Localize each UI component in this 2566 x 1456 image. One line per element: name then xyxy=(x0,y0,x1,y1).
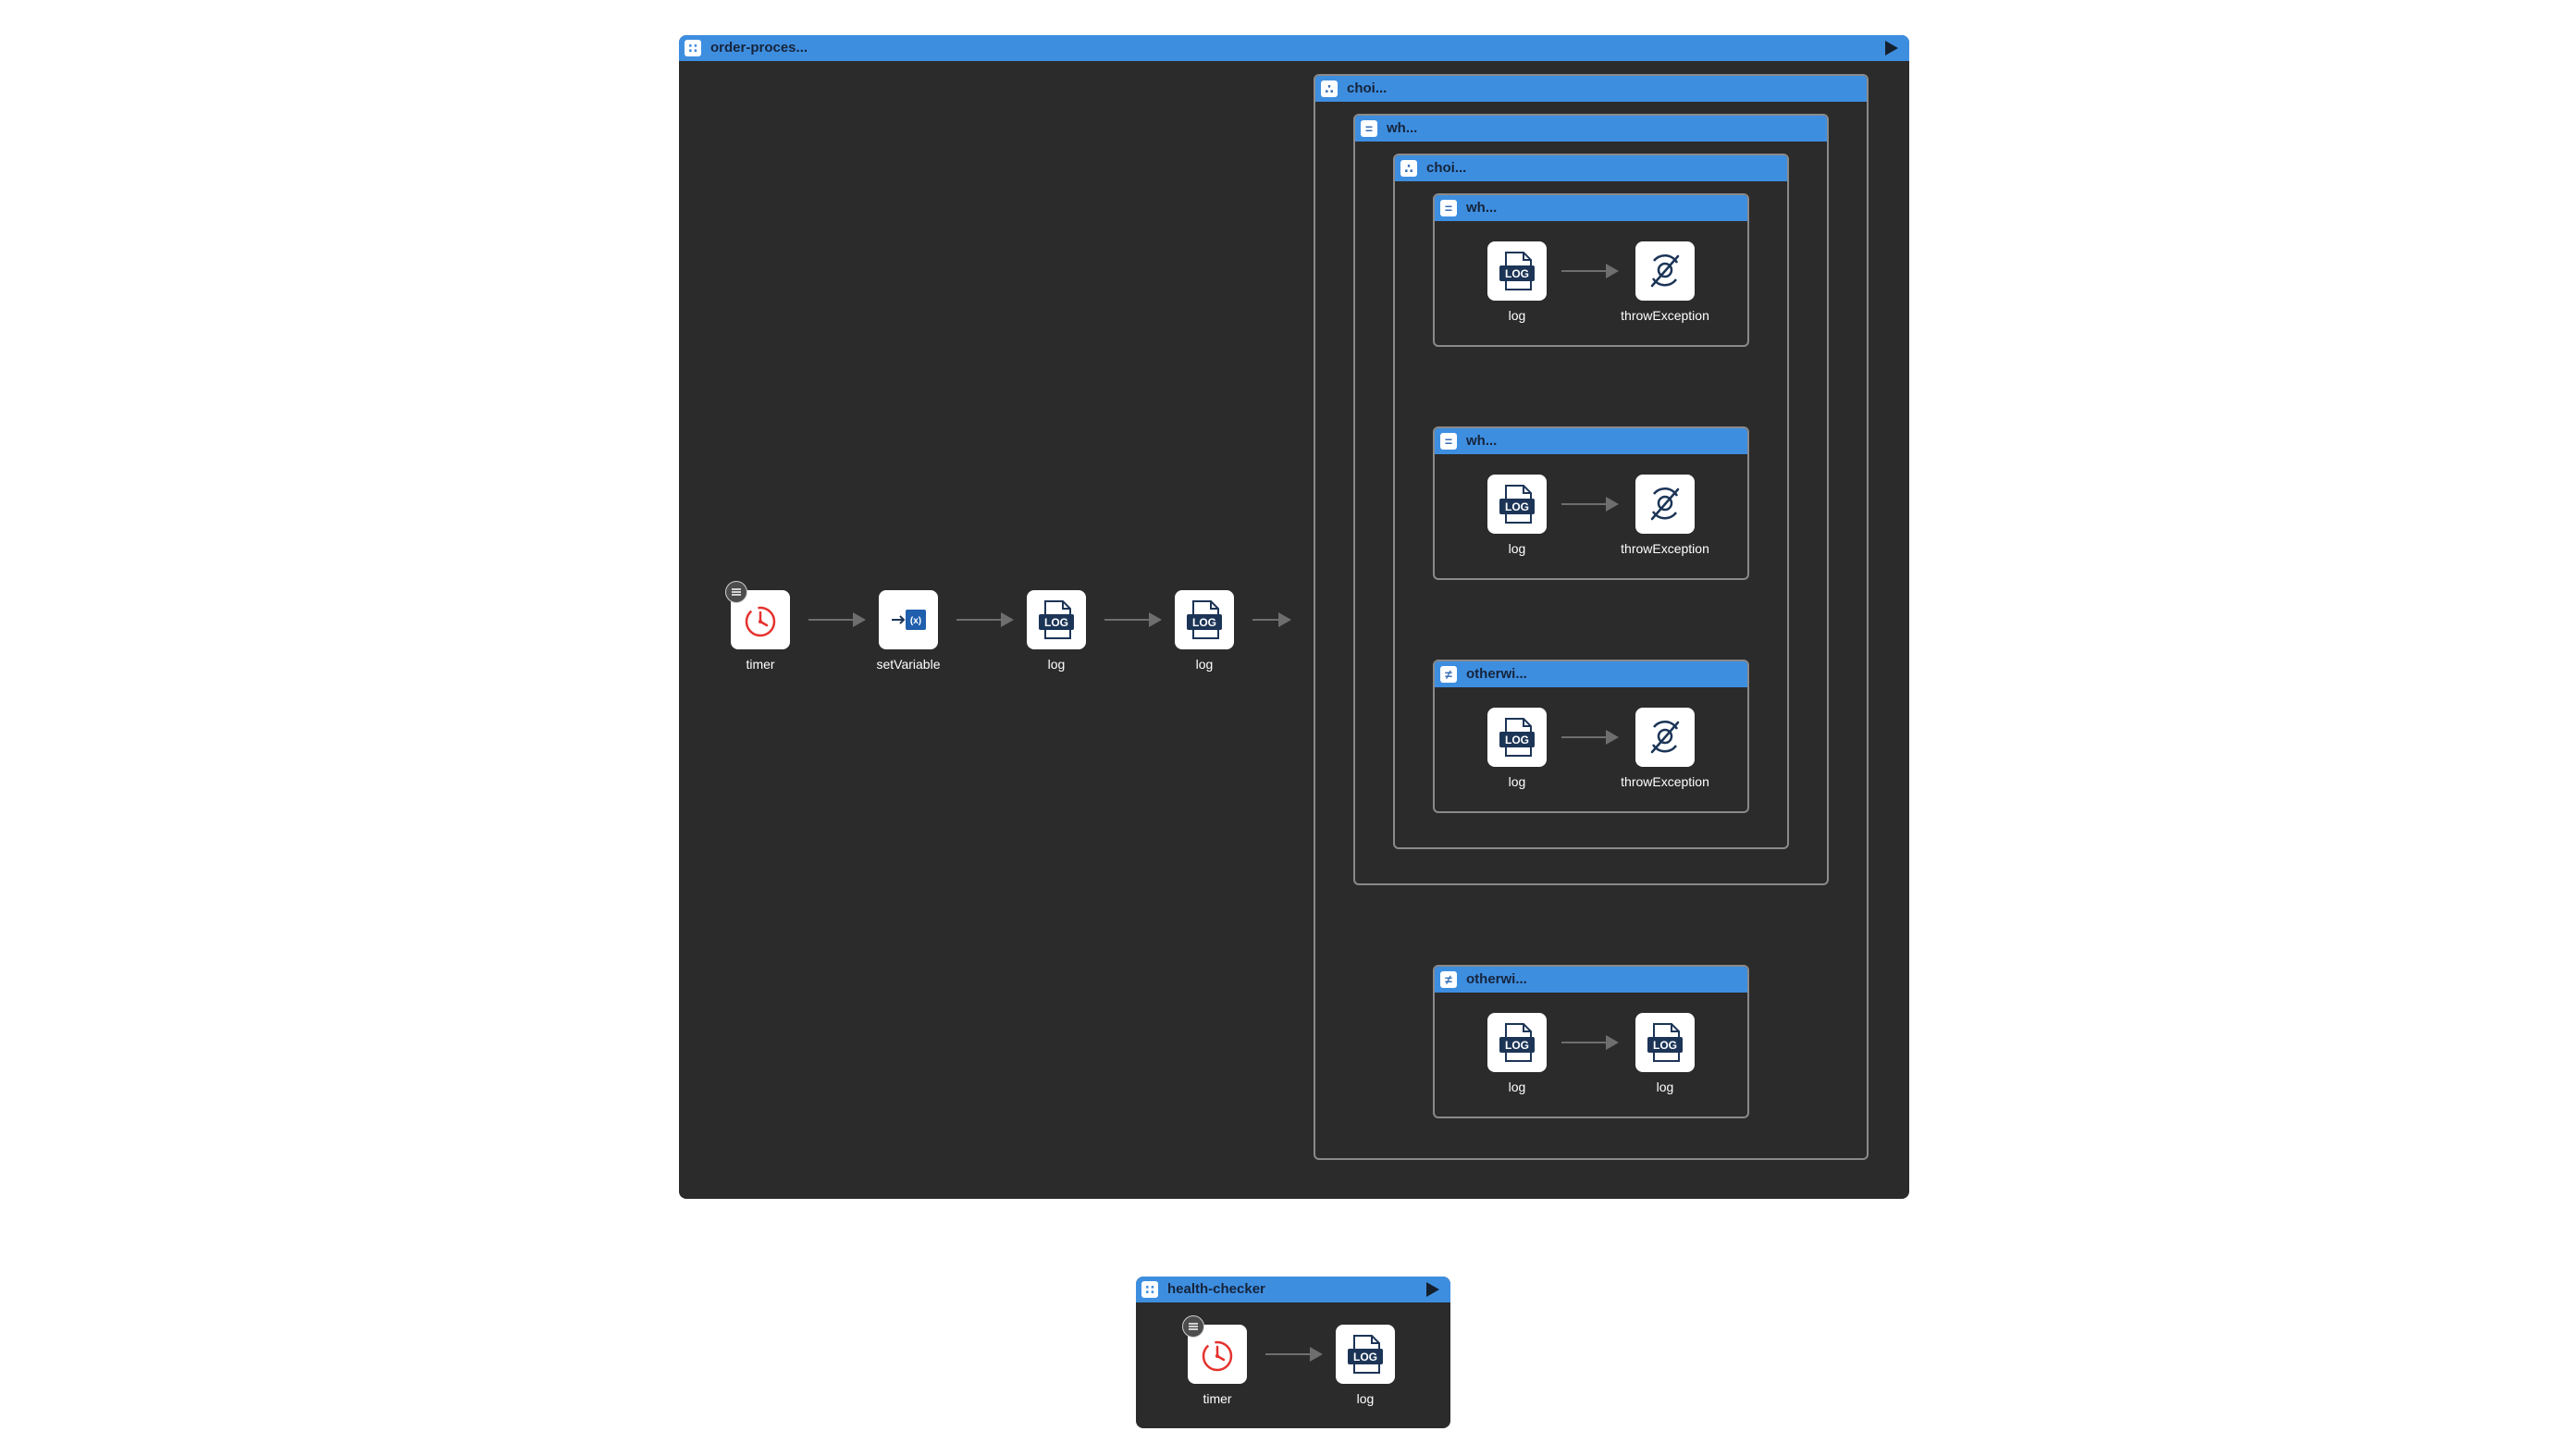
container-header: = wh... xyxy=(1355,116,1827,142)
node-label: timer xyxy=(746,657,775,672)
flow-arrow xyxy=(956,612,1014,627)
stream-badge-icon xyxy=(725,581,747,603)
route-order-processor[interactable]: ∷ order-proces... timer (x) setVariable … xyxy=(679,35,1909,1199)
svg-text:LOG: LOG xyxy=(1505,734,1529,747)
when-container[interactable]: = wh... LOG log xyxy=(1433,193,1749,347)
when-icon: = xyxy=(1440,200,1457,216)
container-header: = wh... xyxy=(1435,428,1747,454)
node-label: log xyxy=(1508,1080,1526,1094)
node-label: throwException xyxy=(1621,308,1709,323)
timer-icon xyxy=(1202,1340,1233,1372)
container-title: otherwi... xyxy=(1466,666,1527,682)
log-icon: LOG xyxy=(1499,485,1535,524)
route-icon: ∷ xyxy=(1141,1281,1158,1298)
container-header: ≠ otherwi... xyxy=(1435,967,1747,993)
node-label: log xyxy=(1195,657,1214,672)
log-icon: LOG xyxy=(1039,600,1074,639)
node-label: log xyxy=(1508,308,1526,323)
throw-exception-icon xyxy=(1650,721,1680,754)
flow-arrow xyxy=(1252,612,1291,627)
flow-arrow xyxy=(1561,730,1619,745)
log-icon: LOG xyxy=(1348,1335,1383,1374)
otherwise-icon: ≠ xyxy=(1440,971,1457,988)
flow-arrow xyxy=(1561,264,1619,278)
node-label: timer xyxy=(1203,1391,1232,1406)
throw-exception-node[interactable] xyxy=(1635,708,1695,767)
container-title: choi... xyxy=(1426,160,1467,176)
node-label: log xyxy=(1356,1391,1375,1406)
throw-exception-icon xyxy=(1650,487,1680,521)
otherwise-container[interactable]: ≠ otherwi... LOG log LOG xyxy=(1433,965,1749,1118)
container-title: choi... xyxy=(1347,80,1388,96)
flow-arrow xyxy=(1265,1347,1323,1362)
route-icon: ∷ xyxy=(685,40,701,56)
log-node[interactable]: LOG xyxy=(1487,1013,1547,1072)
route-header: ∷ order-proces... xyxy=(679,35,1909,61)
container-title: wh... xyxy=(1387,120,1418,136)
svg-text:LOG: LOG xyxy=(1192,616,1216,629)
node-label: log xyxy=(1656,1080,1674,1094)
stream-badge-icon xyxy=(1182,1315,1204,1338)
log-icon: LOG xyxy=(1187,600,1222,639)
node-label: log xyxy=(1508,774,1526,789)
route-title: order-proces... xyxy=(710,40,808,56)
node-label: throwException xyxy=(1621,774,1709,789)
set-variable-icon: (x) xyxy=(892,610,926,630)
svg-text:LOG: LOG xyxy=(1505,267,1529,280)
svg-text:LOG: LOG xyxy=(1653,1039,1677,1052)
throw-exception-node[interactable] xyxy=(1635,475,1695,534)
svg-text:LOG: LOG xyxy=(1353,1351,1377,1363)
container-title: wh... xyxy=(1466,433,1498,449)
route-title: health-checker xyxy=(1167,1281,1265,1297)
log-node[interactable]: LOG xyxy=(1487,708,1547,767)
choice-icon: ∴ xyxy=(1400,160,1417,177)
when-container[interactable]: = wh... LOG log xyxy=(1433,426,1749,580)
when-icon: = xyxy=(1361,120,1377,137)
container-header: ∴ choi... xyxy=(1315,76,1867,102)
log-node[interactable]: LOG xyxy=(1027,590,1086,649)
svg-text:(x): (x) xyxy=(910,616,921,626)
log-icon: LOG xyxy=(1499,252,1535,290)
svg-text:LOG: LOG xyxy=(1044,616,1068,629)
timer-icon xyxy=(745,606,776,637)
log-node[interactable]: LOG xyxy=(1635,1013,1695,1072)
svg-text:LOG: LOG xyxy=(1505,500,1529,513)
choice-icon: ∴ xyxy=(1321,80,1338,97)
throw-exception-icon xyxy=(1650,254,1680,288)
otherwise-icon: ≠ xyxy=(1440,666,1457,683)
svg-text:LOG: LOG xyxy=(1505,1039,1529,1052)
log-node[interactable]: LOG xyxy=(1336,1325,1395,1384)
otherwise-container[interactable]: ≠ otherwi... LOG log xyxy=(1433,660,1749,813)
container-header: ∴ choi... xyxy=(1395,155,1787,181)
when-container[interactable]: = wh... ∴ choi... = wh... xyxy=(1353,114,1829,885)
node-label: throwException xyxy=(1621,541,1709,556)
when-icon: = xyxy=(1440,433,1457,450)
play-button[interactable] xyxy=(1426,1282,1439,1297)
choice-container[interactable]: ∴ choi... = wh... LOG xyxy=(1393,154,1789,849)
log-node[interactable]: LOG xyxy=(1175,590,1234,649)
setvariable-node[interactable]: (x) xyxy=(879,590,938,649)
choice-container[interactable]: ∴ choi... = wh... ∴ choi... = wh... xyxy=(1314,74,1869,1160)
flow-arrow xyxy=(1561,497,1619,512)
route-health-checker[interactable]: ∷ health-checker timer LOG log xyxy=(1136,1277,1450,1428)
throw-exception-node[interactable] xyxy=(1635,241,1695,301)
log-icon: LOG xyxy=(1647,1023,1683,1062)
play-button[interactable] xyxy=(1885,41,1898,56)
node-label: log xyxy=(1047,657,1066,672)
container-header: = wh... xyxy=(1435,195,1747,221)
container-header: ≠ otherwi... xyxy=(1435,661,1747,687)
route-header: ∷ health-checker xyxy=(1136,1277,1450,1302)
log-icon: LOG xyxy=(1499,1023,1535,1062)
flow-arrow xyxy=(808,612,866,627)
container-title: wh... xyxy=(1466,200,1498,216)
node-label: log xyxy=(1508,541,1526,556)
log-icon: LOG xyxy=(1499,718,1535,757)
flow-arrow xyxy=(1561,1035,1619,1050)
log-node[interactable]: LOG xyxy=(1487,475,1547,534)
node-label: setVariable xyxy=(876,657,941,672)
flow-arrow xyxy=(1104,612,1162,627)
log-node[interactable]: LOG xyxy=(1487,241,1547,301)
container-title: otherwi... xyxy=(1466,971,1527,987)
